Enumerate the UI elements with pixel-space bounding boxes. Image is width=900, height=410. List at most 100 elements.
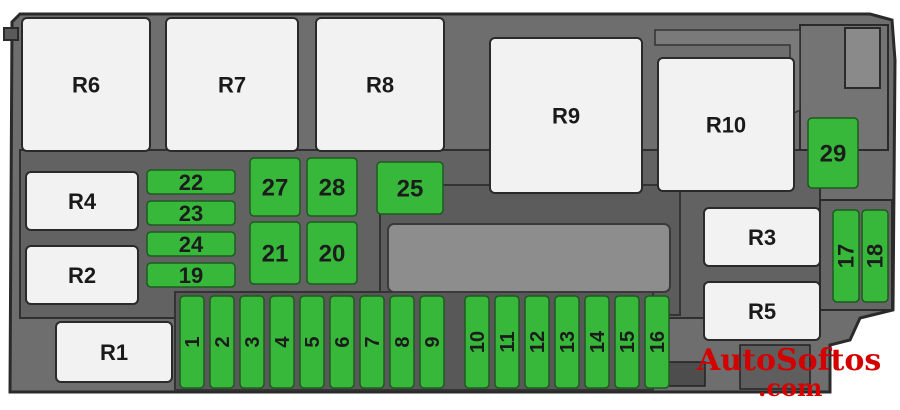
fuse-body xyxy=(249,157,301,217)
fuse-15: 15 xyxy=(614,295,640,389)
watermark-line2: .com xyxy=(758,373,822,402)
fuse-body xyxy=(861,209,889,303)
fuse-4: 4 xyxy=(269,295,295,389)
fuse-body xyxy=(239,295,265,389)
fuse-body xyxy=(376,161,444,215)
relay-label: R3 xyxy=(748,225,776,250)
fuse-8: 8 xyxy=(389,295,415,389)
fuse-body xyxy=(146,231,236,257)
relay-r2: R2 xyxy=(25,245,139,305)
relay-body xyxy=(315,17,445,152)
fuse-label: 14 xyxy=(587,330,609,353)
relay-label: R8 xyxy=(366,73,394,98)
fuse-label: 27 xyxy=(262,175,289,202)
fuse-label: 2 xyxy=(212,336,234,347)
fuse-body xyxy=(209,295,235,389)
fuse-label: 1 xyxy=(182,336,204,347)
relay-body xyxy=(657,57,795,192)
center-block xyxy=(387,223,671,293)
relay-label: R7 xyxy=(218,73,246,98)
fuse-2: 2 xyxy=(209,295,235,389)
relay-r10: R10 xyxy=(657,57,795,192)
fuse-29: 29 xyxy=(807,117,859,189)
fuse-label: 10 xyxy=(467,331,489,353)
fuse-label: 22 xyxy=(179,170,203,195)
relay-label: R10 xyxy=(706,113,746,138)
fuse-body xyxy=(306,221,358,285)
relay-label: R6 xyxy=(72,73,100,98)
relay-body xyxy=(703,207,821,267)
fuse-27: 27 xyxy=(249,157,301,217)
fuse-label: 23 xyxy=(179,201,203,226)
fuse-label: 17 xyxy=(834,244,859,268)
relay-body xyxy=(21,17,151,152)
fuse-label: 6 xyxy=(332,336,354,347)
fuse-label: 28 xyxy=(319,175,346,202)
fuse-body xyxy=(807,117,859,189)
fuse-label: 4 xyxy=(272,336,294,348)
fuse-body xyxy=(146,169,236,195)
fuse-23: 23 xyxy=(146,200,236,226)
fuse-label: 11 xyxy=(497,331,519,352)
fuse-24: 24 xyxy=(146,231,236,257)
relay-r4: R4 xyxy=(25,171,139,231)
fuse-body xyxy=(299,295,325,389)
fuse-21: 21 xyxy=(249,221,301,285)
fuse-25: 25 xyxy=(376,161,444,215)
fuse-17: 17 xyxy=(832,209,860,303)
fuse-14: 14 xyxy=(584,295,610,389)
fuse-16: 16 xyxy=(644,295,670,389)
fuse-12: 12 xyxy=(524,295,550,389)
fuse-10: 10 xyxy=(464,295,490,389)
fuse-label: 19 xyxy=(179,263,203,288)
fuse-body xyxy=(146,200,236,226)
fuse-label: 7 xyxy=(362,336,384,347)
relay-r1: R1 xyxy=(55,321,173,383)
fuse-label: 24 xyxy=(179,232,204,257)
fuse-label: 16 xyxy=(647,331,669,353)
fuse-body xyxy=(644,295,670,389)
relay-r8: R8 xyxy=(315,17,445,152)
fuse-body xyxy=(464,295,490,389)
fuse-label: 3 xyxy=(242,336,264,347)
fuse-label: 18 xyxy=(863,244,888,268)
relay-body xyxy=(25,171,139,231)
fuse-label: 15 xyxy=(617,331,639,353)
fuse-body xyxy=(146,262,236,288)
fuse-9: 9 xyxy=(419,295,445,389)
relay-r7: R7 xyxy=(165,17,299,152)
fuse-label: 5 xyxy=(302,336,324,347)
relay-body xyxy=(489,37,643,194)
fuse-3: 3 xyxy=(239,295,265,389)
fuse-label: 21 xyxy=(262,241,289,268)
fuse-18: 18 xyxy=(861,209,889,303)
relay-r9: R9 xyxy=(489,37,643,194)
fuse-body xyxy=(554,295,580,389)
fuse-body xyxy=(306,157,358,217)
relay-r3: R3 xyxy=(703,207,821,267)
fuse-label: 9 xyxy=(422,336,444,347)
watermark-line1: AutoSoftos xyxy=(696,343,881,378)
fuse-body xyxy=(419,295,445,389)
fuse-label: 29 xyxy=(820,141,847,168)
fuse-body xyxy=(832,209,860,303)
relay-body xyxy=(55,321,173,383)
fuse-7: 7 xyxy=(359,295,385,389)
fuse-22: 22 xyxy=(146,169,236,195)
fuse-13: 13 xyxy=(554,295,580,389)
relay-label: R4 xyxy=(68,189,97,214)
fuse-5: 5 xyxy=(299,295,325,389)
fuse-28: 28 xyxy=(306,157,358,217)
fuse-body xyxy=(524,295,550,389)
relay-label: R2 xyxy=(68,263,96,288)
relay-label: R1 xyxy=(100,340,128,365)
fuse-body xyxy=(359,295,385,389)
fuse-body xyxy=(389,295,415,389)
fuse-body xyxy=(269,295,295,389)
fuse-label: 8 xyxy=(392,336,414,347)
relay-body xyxy=(25,245,139,305)
fuse-label: 20 xyxy=(319,241,346,268)
relay-r5: R5 xyxy=(703,281,821,341)
